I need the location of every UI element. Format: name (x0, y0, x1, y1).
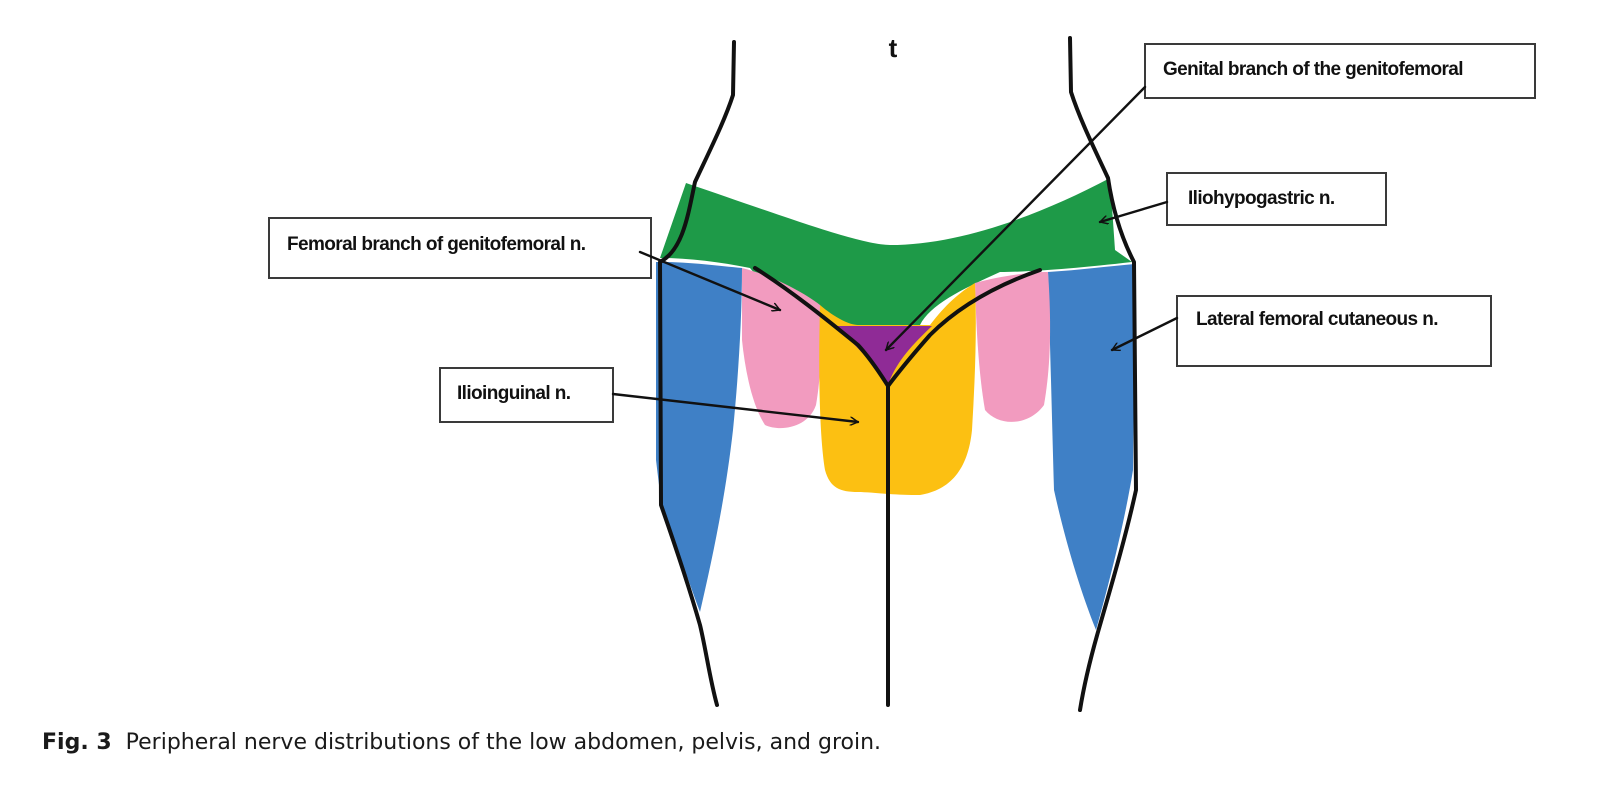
genital-branch-region (836, 326, 932, 385)
ilioinguinal-label: Ilioinguinal n. (457, 383, 570, 404)
figure-caption-text: Peripheral nerve distributions of the lo… (125, 730, 882, 755)
lateral-femoral-cutaneous-region-left (656, 262, 742, 612)
body-outline-right (1068, 36, 1138, 712)
genital-branch-label: Genital branch of the genitofemoral (1163, 59, 1463, 80)
body-outline-left (658, 40, 736, 707)
iliohypogastric-label-box (1166, 172, 1387, 226)
navel-mark: t (889, 33, 898, 63)
genital-branch-arrow (884, 85, 1147, 352)
lateral-femoral-cutaneous-region-right (1048, 264, 1135, 630)
lateral-femoral-cutaneous-label-box (1176, 295, 1492, 367)
lateral-femoral-cutaneous-label: Lateral femoral cutaneous n. (1196, 309, 1438, 330)
femoral-branch-region-right (975, 272, 1051, 422)
femoral-branch-arrow (638, 250, 780, 310)
ilioinguinal-arrow (611, 392, 858, 422)
genital-branch-label-box (1144, 43, 1536, 99)
figure-caption: Fig. 3 Peripheral nerve distributions of … (42, 730, 1542, 755)
ilioinguinal-label-box (439, 367, 614, 423)
iliohypogastric-arrow (1100, 200, 1169, 222)
lateral-femoral-cutaneous-arrow (1112, 316, 1179, 352)
figure-label: Fig. 3 (42, 730, 112, 755)
femoral-branch-label: Femoral branch of genitofemoral n. (287, 234, 585, 255)
iliohypogastric-label: Iliohypogastric n. (1188, 188, 1335, 209)
femoral-branch-label-box (268, 217, 652, 279)
femoral-branch-region-left (742, 268, 822, 429)
